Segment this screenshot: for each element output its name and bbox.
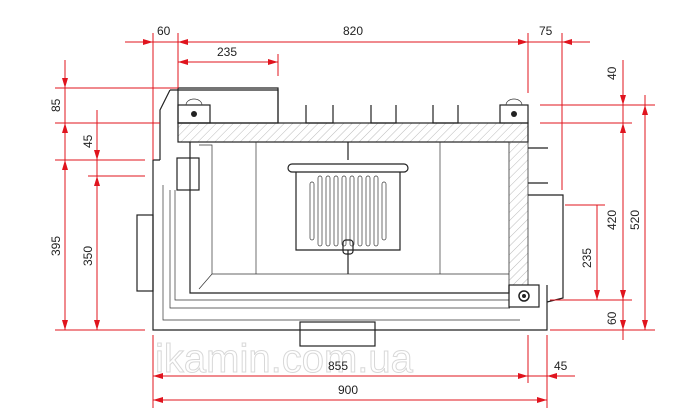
bottom-right-lug [508,284,540,308]
dim-right-depth-inner: 420 [605,210,619,230]
right-wall [508,141,529,286]
right-lug [499,104,529,124]
door-hinge [176,157,200,191]
dim-right-depth-outer: 520 [628,210,642,230]
fireplace-body [136,87,564,347]
dim-right-mid: 235 [580,248,594,268]
dim-bottom-outer-width: 900 [338,383,358,397]
top-insulation [177,122,529,143]
dim-bottom-right-offset: 45 [554,359,568,373]
dim-left-depth-inner: 350 [81,246,95,266]
dim-left-step: 45 [81,134,95,148]
dim-right-bottom: 60 [605,311,619,325]
watermark: ikamin.com.ua [155,337,414,381]
left-lug [177,104,211,124]
side-handle [136,214,154,292]
dim-right-top-offset: 40 [605,66,619,80]
dim-left-top-height: 85 [49,98,63,112]
dim-left-depth-outer: 395 [49,236,63,256]
grate [287,163,409,255]
dim-top-width: 820 [343,24,363,38]
dim-top-right-offset: 75 [539,24,553,38]
dim-top-left-offset: 60 [157,24,171,38]
dim-bottom-inner-width: 855 [328,359,348,373]
bottom-handle [299,321,376,347]
dim-hood-width: 235 [217,45,237,59]
dimensions: 60 820 75 235 85 45 395 350 40 420 [49,24,655,408]
